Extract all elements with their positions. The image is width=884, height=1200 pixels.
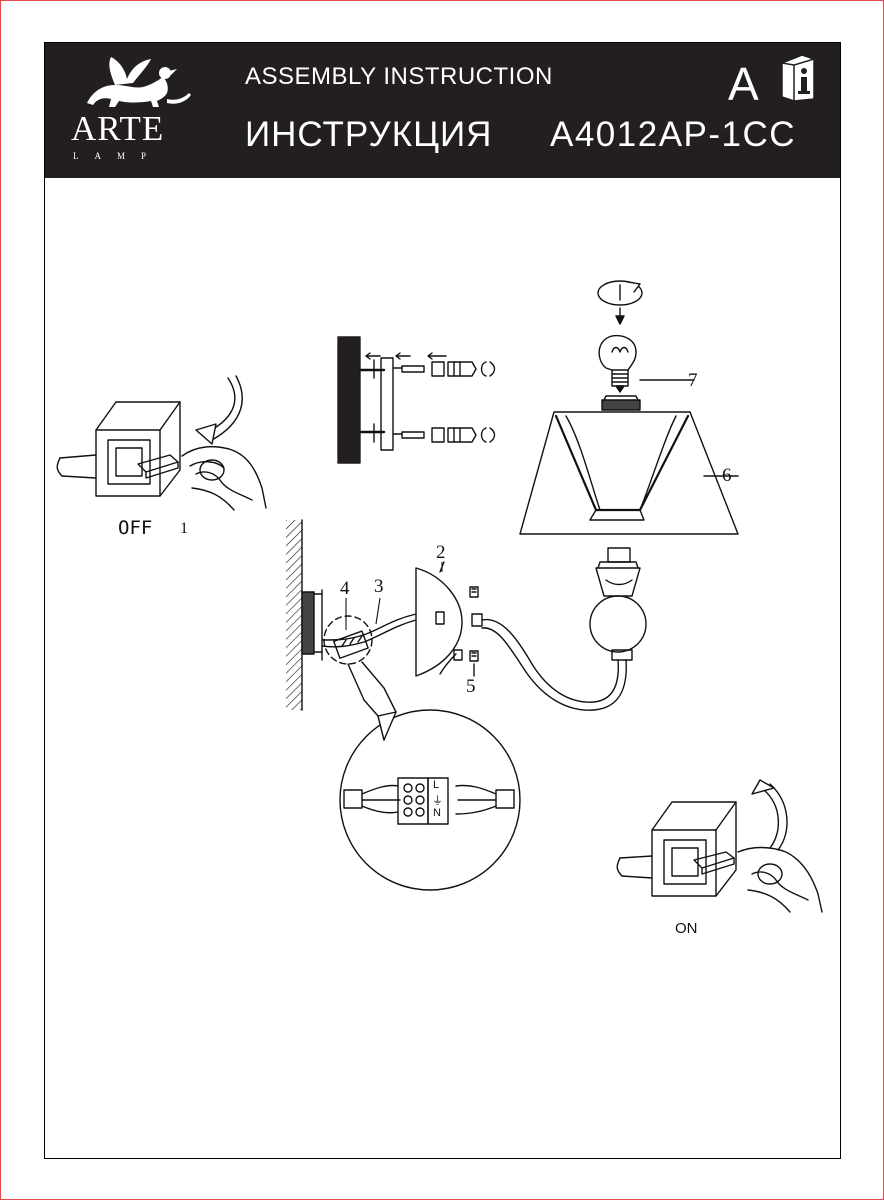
- canopy-cup: [415, 561, 463, 677]
- switch-on-label: ON: [675, 920, 698, 937]
- lampshade-illustration: [519, 395, 739, 535]
- bulb-illustration: [597, 280, 695, 393]
- wall-mounting-bracket: [337, 336, 496, 464]
- connector-zoom: [339, 709, 521, 891]
- griffin-logo-icon: [87, 57, 191, 107]
- title-russian: ИНСТРУКЦИЯ: [245, 115, 493, 154]
- part-label-4: 4: [340, 578, 350, 599]
- wall-section: [286, 519, 323, 711]
- model-number: A4012AP-1CC: [550, 115, 797, 154]
- switch-off-label: OFF: [118, 517, 153, 539]
- cap-screws: [469, 586, 479, 677]
- switch-on-illustration: [616, 779, 823, 913]
- instruction-frame: [44, 42, 841, 1159]
- connector-label-ground: ⏚: [432, 795, 443, 807]
- part-label-2: 2: [436, 542, 446, 563]
- lamp-arm: [471, 547, 647, 711]
- language-letter: A: [728, 58, 759, 110]
- part-label-5: 5: [466, 676, 476, 697]
- step-number-label: 1: [180, 520, 188, 537]
- part-label-3: 3: [374, 576, 384, 597]
- connector-label-l: L: [433, 779, 440, 791]
- part-label-6: 6: [722, 465, 732, 486]
- wiring: [321, 613, 417, 741]
- header-bar: ARTE LAMP ASSEMBLY INSTRUCTION ИНСТРУКЦИ…: [45, 43, 840, 178]
- leader-3: [375, 597, 381, 625]
- connector-label-n: N: [433, 807, 441, 819]
- part-label-7: 7: [688, 370, 698, 391]
- info-book-icon: [781, 54, 815, 102]
- brand-subtitle: LAMP: [73, 151, 163, 161]
- switch-off-illustration: [56, 375, 267, 511]
- title-english: ASSEMBLY INSTRUCTION: [245, 63, 553, 90]
- brand-wordmark: ARTE: [71, 109, 165, 148]
